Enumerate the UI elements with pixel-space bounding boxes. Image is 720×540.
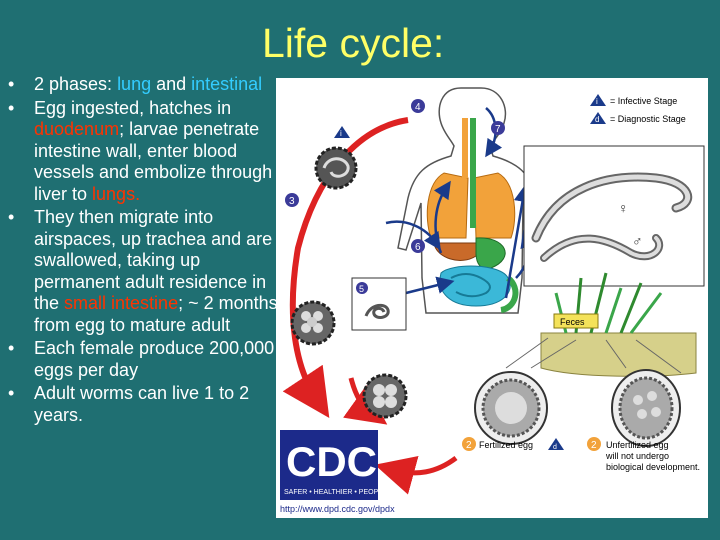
svg-text:7: 7 <box>495 124 501 135</box>
svg-text:SAFER • HEALTHIER • PEOPLE™: SAFER • HEALTHIER • PEOPLE™ <box>284 489 394 496</box>
bullet-item: • They then migrate into airspaces, up tr… <box>6 207 278 336</box>
egg-morula <box>290 300 336 346</box>
bullet-segment: Adult worms can live 1 to 2 years. <box>34 383 250 425</box>
bullet-text: Adult worms can live 1 to 2 years. <box>34 383 249 425</box>
svg-text:2: 2 <box>466 440 472 451</box>
svg-text:4: 4 <box>415 102 421 113</box>
migration-arrow <box>405 276 455 295</box>
bullet-item: • Egg ingested, hatches in duodenum; larv… <box>6 98 278 206</box>
svg-text:2: 2 <box>591 440 597 451</box>
unfertilized-egg-label: biological development. <box>606 462 700 472</box>
egg-embryonated <box>314 146 358 190</box>
female-symbol: ♀ <box>618 200 629 216</box>
feces-label: Feces <box>560 317 585 327</box>
unfertilized-egg-label: Unfertilized egg <box>606 440 669 450</box>
cycle-arrow <box>374 455 458 495</box>
bullet-dot: • <box>8 338 15 358</box>
svg-text:6: 6 <box>415 242 421 253</box>
bullet-item: • Each female produce 200,000 eggs per da… <box>6 338 278 381</box>
bullet-dot: • <box>8 383 15 403</box>
bullet-item: • Adult worms can live 1 to 2 years. <box>6 383 278 426</box>
bullet-text: They then migrate into airspaces, up tra… <box>34 207 278 335</box>
infective-stage-icon: i <box>590 94 606 106</box>
bullet-item: • 2 phases: lung and intestinal <box>6 74 278 96</box>
infective-stage-marker: i <box>334 126 350 138</box>
bullet-segment: They then migrate into airspaces, up tra… <box>34 207 273 313</box>
bullet-segment: 2 phases: <box>34 74 118 94</box>
bullet-segment: Each female produce 200,000 eggs per day <box>34 338 275 380</box>
step-4-marker: 4 <box>411 99 425 113</box>
svg-text:CDC: CDC <box>286 438 377 485</box>
diagnostic-stage-label: = Diagnostic Stage <box>610 114 686 124</box>
infective-stage-label: = Infective Stage <box>610 96 677 106</box>
bullet-segment: intestinal <box>191 74 263 94</box>
life-cycle-figure: i = Infective Stage d = Diagnostic Stage <box>276 78 708 518</box>
bullet-segment: lung <box>117 74 152 94</box>
step-3-marker: 3 <box>285 193 299 207</box>
cycle-arrow <box>282 117 409 418</box>
migration-arrow <box>504 184 532 299</box>
human-body <box>397 87 547 314</box>
bullet-segment: ; ~ 2 months from egg to mature adult <box>34 293 278 335</box>
slide-title: Life cycle: <box>262 20 445 66</box>
svg-text:3: 3 <box>289 196 295 207</box>
fertilized-egg-label: Fertilized egg <box>479 440 533 450</box>
svg-text:5: 5 <box>359 284 364 294</box>
soil-and-grass: Feces <box>505 272 697 377</box>
bullet-dot: • <box>8 97 15 118</box>
fertilized-egg-illustration <box>474 371 548 445</box>
egg-two-cell <box>362 373 408 419</box>
bullet-segment: small intestine <box>64 293 179 313</box>
adult-worms-inset: ♀ ♂ <box>523 145 705 287</box>
bullet-segment: ; larvae penetrate intestine wall, enter… <box>34 119 273 204</box>
step-6-marker: 6 <box>411 239 425 253</box>
bullet-dot: • <box>8 74 15 94</box>
bullet-text: 2 phases: lung and intestinal <box>34 74 262 94</box>
diagnostic-stage-icon: d <box>590 112 606 124</box>
step-2-fertilized-marker: 2 <box>462 437 476 451</box>
step-7-marker: 7 <box>491 121 505 135</box>
bullet-segment: duodenum <box>34 119 120 139</box>
step-2-unfertilized-marker: 2 <box>587 437 601 451</box>
male-symbol: ♂ <box>632 233 643 249</box>
fertilized-diagnostic-marker: d <box>548 438 564 451</box>
legend: i = Infective Stage d = Diagnostic Stage <box>590 94 686 124</box>
bullet-text: Each female produce 200,000 eggs per day <box>34 338 274 380</box>
larva-inset: 5 <box>351 277 407 331</box>
svg-text:i: i <box>596 97 598 106</box>
life-cycle-diagram: i = Infective Stage d = Diagnostic Stage <box>280 87 705 514</box>
bullet-list: • 2 phases: lung and intestinal • Egg inge… <box>6 74 278 428</box>
migration-arrow <box>385 220 441 251</box>
unfertilized-egg-label: will not undergo <box>605 451 669 461</box>
bullet-text: Egg ingested, hatches in duodenum; larva… <box>34 98 272 204</box>
svg-text:i: i <box>340 129 342 138</box>
unfertilized-egg-illustration <box>611 369 681 447</box>
svg-text:d: d <box>595 115 599 124</box>
svg-text:d: d <box>553 444 557 451</box>
source-url: http://www.dpd.cdc.gov/dpdx <box>280 504 395 514</box>
bullet-segment: Egg ingested, hatches in <box>34 97 232 118</box>
bullet-segment: and <box>151 74 192 94</box>
bullet-segment: lungs. <box>92 183 141 204</box>
cdc-logo: CDC SAFER • HEALTHIER • PEOPLE™ <box>280 430 394 500</box>
bullet-dot: • <box>8 207 15 227</box>
